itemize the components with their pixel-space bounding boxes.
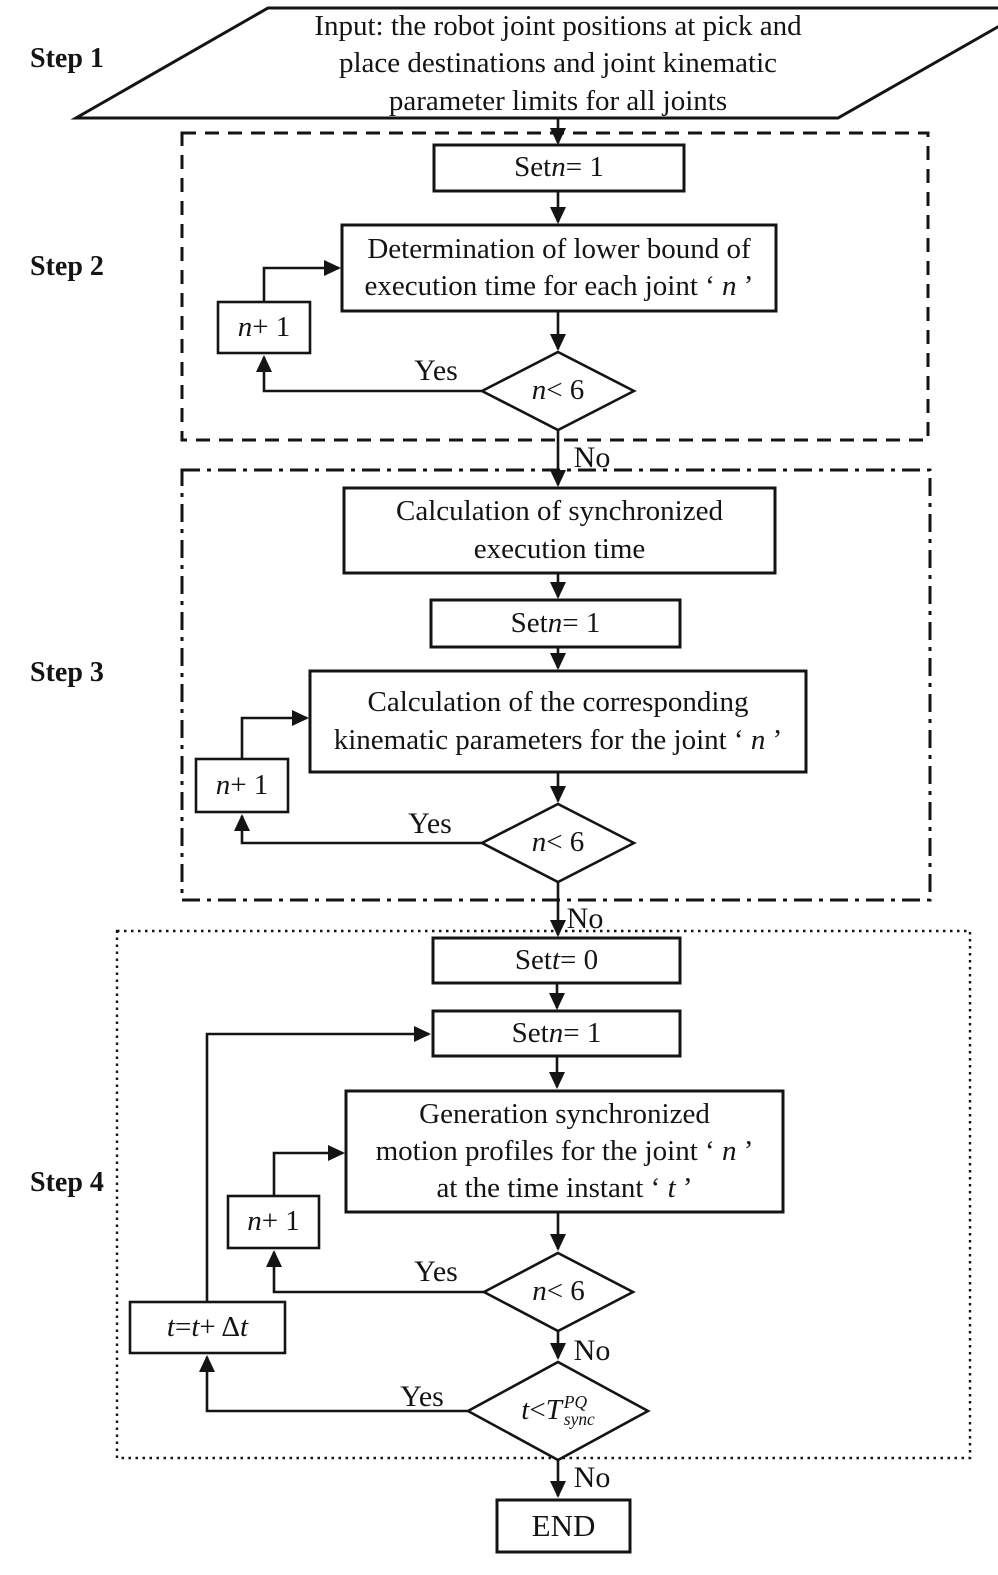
cond4-diamond-shape <box>481 1251 636 1333</box>
setn2-box-shape <box>432 143 686 193</box>
determine-box-shape <box>340 223 778 313</box>
cond3-no-label: No <box>566 901 604 935</box>
calcsync-line-1: Calculation of synchronized <box>396 495 723 528</box>
step1-label: Step 1 <box>30 43 104 75</box>
sett-box-shape <box>431 936 682 985</box>
tcond-no-label: No <box>573 1460 611 1494</box>
nplus2-node-text: n + 1 <box>237 310 291 343</box>
cond4-no-label: No <box>573 1333 611 1367</box>
nplus2-box-shape <box>216 300 312 355</box>
nplus3-node-text: n + 1 <box>215 768 269 801</box>
generate-box-shape <box>344 1089 785 1214</box>
cond2-diamond-shape <box>479 350 637 432</box>
setn3-box-shape <box>429 598 682 649</box>
calckin-line-2: kinematic parameters for the joint ‘ n ’ <box>333 723 783 756</box>
input-parallelogram-shape <box>70 6 998 120</box>
arrow-nplus4-to-generate <box>272 1145 345 1196</box>
arrow-nplus2-to-determine <box>262 260 341 302</box>
generate-line-2: motion profiles for the joint ‘ n ’ <box>375 1134 754 1167</box>
tcond-diamond-shape <box>465 1360 651 1462</box>
step4-label: Step 4 <box>30 1167 104 1199</box>
arrow-nplus3-to-calckin <box>240 710 309 759</box>
cond3-yes-label: Yes <box>408 806 452 840</box>
input-node-text: Input: the robot joint positions at pick… <box>238 10 878 116</box>
determine-line-1: Determination of lower bound of <box>367 232 751 265</box>
arrow-tcond-yes-to-tupdate <box>199 1355 468 1413</box>
generate-line-3: at the time instant ‘ t ’ <box>436 1172 693 1205</box>
generate-line-1: Generation synchronized <box>419 1097 710 1130</box>
step4-boundary <box>115 929 972 1460</box>
arrow-cond4-yes-to-nplus4 <box>266 1250 484 1294</box>
setn2-node-text: Set n = 1 <box>514 151 604 184</box>
end-node-text: END <box>531 1508 596 1544</box>
setn4-node-text: Set n = 1 <box>511 1016 602 1049</box>
input-line-2: place destinations and joint kinematic <box>338 47 778 80</box>
nplus4-node-text: n + 1 <box>247 1205 300 1238</box>
end-box-shape <box>495 1498 632 1554</box>
calckin-line-1: Calculation of the corresponding <box>367 686 749 719</box>
setn4-box-shape <box>431 1009 682 1058</box>
setn3-node-text: Set n = 1 <box>510 606 601 639</box>
cond4-yes-label: Yes <box>414 1254 458 1288</box>
calckin-box-shape <box>308 669 808 774</box>
cond4-node-text: n < 6 <box>532 1275 585 1308</box>
cond3-diamond-shape <box>479 802 637 884</box>
calcsync-line-2: execution time <box>473 532 646 565</box>
step3-label: Step 3 <box>30 657 104 689</box>
calcsync-box-shape <box>342 486 777 575</box>
cond2-node-text: n < 6 <box>531 374 585 407</box>
arrow-tupdate-to-setn4 <box>205 1026 431 1302</box>
arrow-cond2-yes-to-nplus2 <box>256 355 482 393</box>
tupdate-box-shape <box>128 1300 287 1355</box>
input-line-3: parameter limits for all joints <box>388 84 728 117</box>
nplus3-box-shape <box>194 757 290 814</box>
sett-node-text: Set t = 0 <box>514 943 599 976</box>
calckin-node-text: Calculation of the corresponding kinemat… <box>310 671 806 772</box>
arrow-cond3-yes-to-nplus3 <box>234 814 482 845</box>
generate-node-text: Generation synchronized motion profiles … <box>346 1091 783 1212</box>
input-line-1: Input: the robot joint positions at pick… <box>314 10 802 43</box>
tcond-yes-label: Yes <box>400 1379 444 1413</box>
determine-node-text: Determination of lower bound of executio… <box>342 225 776 311</box>
cond2-yes-label: Yes <box>414 353 458 387</box>
nplus4-box-shape <box>226 1194 321 1250</box>
cond2-no-label: No <box>573 440 611 474</box>
determine-line-2: execution time for each joint ‘ n ’ <box>364 270 754 302</box>
step2-label: Step 2 <box>30 251 104 283</box>
cond3-node-text: n < 6 <box>531 826 585 859</box>
calcsync-node-text: Calculation of synchronized execution ti… <box>344 488 775 573</box>
